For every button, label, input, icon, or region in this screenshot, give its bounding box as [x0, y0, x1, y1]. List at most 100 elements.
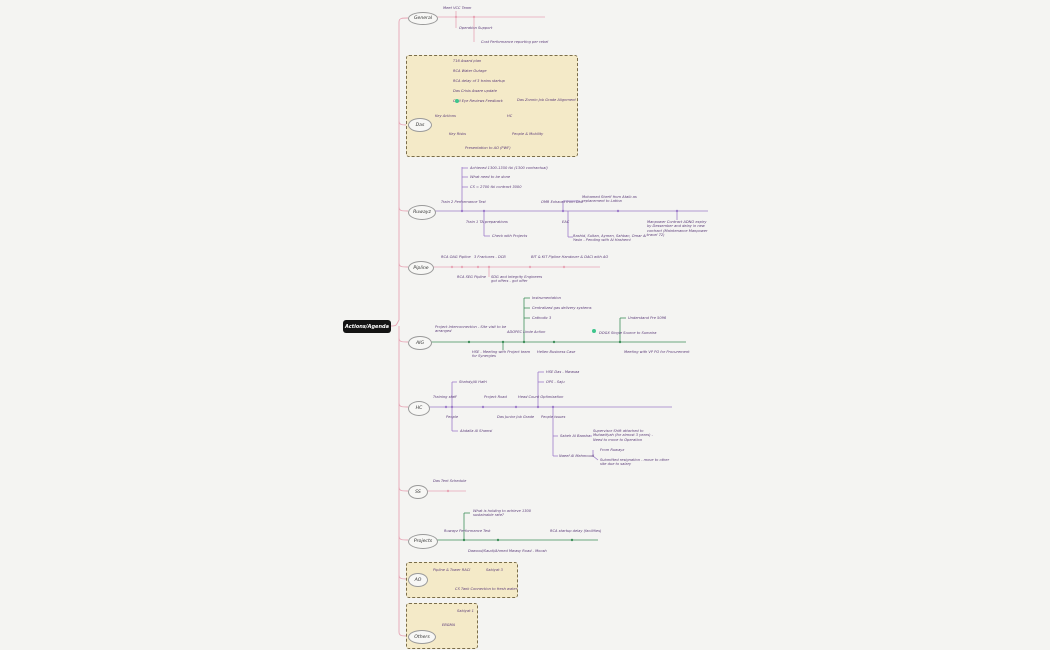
- node-label[interactable]: Cost Performance reporting per rebel: [481, 40, 549, 44]
- node-label[interactable]: Mohamed Sherif from Ataib as replacement…: [582, 195, 637, 204]
- node-label[interactable]: Naeef Al Mahmoudi: [559, 454, 595, 458]
- node-label[interactable]: HC: [507, 114, 513, 118]
- connector-node: [528, 265, 532, 269]
- node-label[interactable]: CS = 2700 tbi contract 3000: [470, 185, 522, 189]
- topic-general[interactable]: General: [408, 12, 438, 25]
- node-label[interactable]: People: [446, 415, 459, 419]
- node-label[interactable]: RCA delay of 3 trains startup: [453, 79, 505, 83]
- node-label[interactable]: OPS - Saju: [546, 380, 565, 384]
- node-label[interactable]: Dawood/Saudi/Ahmed Mwasy Road - Moosh: [468, 549, 547, 553]
- node-label[interactable]: What need to be done: [470, 175, 511, 179]
- connector-node: [616, 209, 620, 213]
- node-label[interactable]: Meeting with VP PO for Procurement: [624, 350, 690, 354]
- node-label[interactable]: ADOPEC Linde Action: [507, 330, 546, 334]
- connector-curve: [398, 486, 409, 492]
- node-label[interactable]: Achieved 1300-1350 tbi (1300 contractual…: [470, 166, 548, 170]
- node-label[interactable]: Meet VCC Team: [443, 6, 472, 10]
- node-label[interactable]: T16 Award plan: [453, 59, 482, 63]
- topic-das[interactable]: Das: [408, 118, 432, 132]
- topic-hc[interactable]: HC: [408, 401, 430, 416]
- connector-line: [592, 455, 599, 461]
- connector-curve: [390, 17, 409, 327]
- node-label[interactable]: Manpower Contract ADNO expiry by Dessemb…: [647, 220, 708, 238]
- node-label[interactable]: Sabeh Al Baasha: [560, 434, 591, 438]
- node-label[interactable]: Abdalla Al Shamsi: [460, 429, 493, 433]
- central-topic[interactable]: Actions/Agenda: [343, 320, 391, 333]
- check-icon: [455, 99, 459, 103]
- node-label[interactable]: SDG and Integrity Engineers got offers -…: [491, 275, 543, 284]
- connector-node: [496, 538, 500, 542]
- node-label[interactable]: Civil Eye Reviews Feedback: [453, 99, 503, 103]
- node-label[interactable]: Head Count Optimization: [518, 395, 564, 399]
- connector-curve: [398, 206, 409, 212]
- node-label[interactable]: What is holding to achieve 1300 sustaina…: [473, 509, 532, 518]
- node-label[interactable]: RCA OAG Pipline: [441, 255, 471, 259]
- node-label[interactable]: RCA startup delay (facilities): [550, 529, 602, 533]
- node-label[interactable]: HSE Das - Mwasaa: [546, 370, 580, 374]
- node-label[interactable]: Pipline & Tower RACI: [433, 568, 471, 572]
- node-label[interactable]: Train 2 Performance Test: [441, 200, 486, 204]
- node-label[interactable]: Check with Projects: [492, 234, 528, 238]
- topic-projects[interactable]: Projects: [408, 534, 438, 549]
- connector-node: [570, 538, 574, 542]
- node-label[interactable]: Das Crisis Aware update: [453, 89, 497, 93]
- node-label[interactable]: Sabiyat 1: [457, 609, 474, 613]
- node-label[interactable]: Instrumentation: [532, 296, 561, 300]
- connector-node: [562, 265, 566, 269]
- node-label[interactable]: Supervisor Shift attached to Mutawifyah …: [593, 429, 653, 442]
- topic-pipline[interactable]: Pipline: [408, 261, 434, 275]
- node-label[interactable]: RCA Water Outage: [453, 69, 487, 73]
- node-label[interactable]: From Ruwayz: [600, 448, 625, 452]
- connector-curve: [398, 402, 409, 408]
- node-label[interactable]: Sabiyat 3: [486, 568, 503, 572]
- node-label[interactable]: Understand Pre 5096: [628, 316, 667, 320]
- node-label[interactable]: EBGMA: [442, 623, 456, 627]
- node-label[interactable]: Key Actions: [435, 114, 456, 118]
- node-label[interactable]: Cathodic 3: [532, 316, 552, 320]
- node-label[interactable]: Project Interconnection - Site visit to …: [435, 325, 507, 334]
- node-label[interactable]: DOGX Single Source to Sumaira: [599, 331, 657, 335]
- node-label[interactable]: EAC: [562, 220, 570, 224]
- topic-others[interactable]: Others: [408, 630, 436, 644]
- connector-curve: [398, 337, 409, 343]
- node-label[interactable]: OMR Exhaust from Dab: [541, 200, 583, 204]
- node-label[interactable]: CS Tank Connection to fresh water: [455, 587, 518, 591]
- connector-node: [514, 405, 518, 409]
- node-label[interactable]: 3 Fractures - DCB: [474, 255, 506, 259]
- node-label[interactable]: Project Road: [484, 395, 507, 399]
- connector-node: [446, 489, 450, 493]
- node-label[interactable]: People & Mobility: [512, 132, 544, 136]
- node-label[interactable]: Das Tent Schedule: [433, 479, 467, 483]
- node-label[interactable]: Operation Support: [459, 26, 493, 30]
- node-label[interactable]: Das Junior Job Grade: [497, 415, 535, 419]
- topic-aig[interactable]: AIG: [408, 336, 432, 350]
- node-label[interactable]: Centralized gas delivery systems: [532, 306, 592, 310]
- topic-ruwayz[interactable]: Ruwayz: [408, 205, 436, 220]
- topic-ss[interactable]: SS: [408, 485, 428, 499]
- node-label[interactable]: Key Risks: [449, 132, 467, 136]
- connector-node: [467, 340, 471, 344]
- connector-node: [460, 265, 464, 269]
- topic-ao[interactable]: AO: [408, 573, 428, 587]
- connector-curve: [398, 535, 409, 541]
- node-label[interactable]: Ruwayz Performance Test: [444, 529, 491, 533]
- connector-node: [476, 265, 480, 269]
- node-label[interactable]: Submitted resignation - move to other si…: [600, 458, 670, 467]
- node-label[interactable]: Das Zonnin Job Grade Alignment: [517, 98, 576, 102]
- connector-node: [444, 405, 448, 409]
- node-label[interactable]: Training staff: [433, 395, 457, 399]
- node-label[interactable]: HSE - Meeting with Project team for Syne…: [472, 350, 531, 359]
- node-label[interactable]: Presentation to AO (PWF): [465, 146, 511, 150]
- connector-node: [450, 265, 454, 269]
- connector-node: [552, 340, 556, 344]
- node-label[interactable]: Shahdy/Al Hafri: [459, 380, 487, 384]
- node-label[interactable]: BIT & KIT Pipline Handover & DACI with A…: [531, 255, 609, 259]
- node-label[interactable]: Train 1 TA preparations: [466, 220, 508, 224]
- node-label[interactable]: People issues: [541, 415, 566, 419]
- connector-node: [481, 405, 485, 409]
- node-label[interactable]: RCA SEG Pipline: [457, 275, 487, 279]
- node-label[interactable]: Rashid, Sultan, Aymen, Sahban, Omar Al Y…: [573, 234, 647, 243]
- node-label[interactable]: Hellen Business Case: [537, 350, 576, 354]
- check-icon: [592, 329, 596, 333]
